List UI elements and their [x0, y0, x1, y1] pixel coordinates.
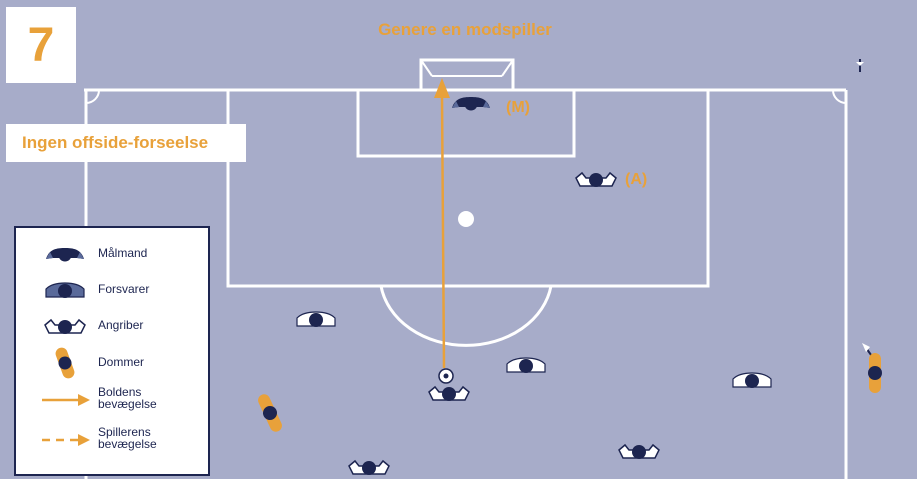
decision-label: Ingen offside-forseelse: [6, 124, 246, 162]
legend-ball-movement-label: Boldens bevægelse: [98, 386, 157, 410]
legend-player-movement-label: Spillerens bevægelse: [98, 426, 157, 450]
attacker-label: (A): [625, 171, 648, 188]
attacker-player-icon: [618, 443, 660, 459]
goal-area: [356, 88, 576, 158]
defender-icon: [45, 282, 85, 298]
diagram-number: 7: [6, 7, 76, 83]
defender-player-icon: [506, 357, 546, 373]
ball-path-arrowhead: [434, 78, 450, 98]
ball-path-arrow: [440, 95, 446, 369]
attacker-player-icon: [348, 459, 390, 475]
goalkeeper-icon: [46, 248, 84, 262]
player-movement-arrow: [42, 434, 90, 446]
legend-item-ball-movement: Boldens bevægelse: [16, 384, 210, 416]
defender-player-icon: [296, 311, 336, 327]
penalty-spot: [458, 211, 474, 227]
legend-item-defender: Forsvarer: [16, 276, 210, 306]
assistant-referee-icon: [868, 353, 882, 393]
goalkeeper-player-icon: [452, 97, 490, 111]
penalty-arc: [379, 285, 553, 347]
corner-arc-left: [85, 89, 100, 104]
ball-icon: [438, 368, 454, 384]
legend-player-movement-line1: Spillerens: [98, 425, 151, 439]
legend-referee-label: Dommer: [98, 355, 145, 369]
attacker-a-player-icon: [575, 171, 617, 187]
corner-arc-right: [832, 89, 847, 104]
legend-ball-movement-line2: bevægelse: [98, 397, 157, 411]
legend-item-goalkeeper: Målmand: [16, 240, 210, 270]
attacker-icon: [44, 318, 86, 334]
legend-defender-label: Forsvarer: [98, 282, 150, 296]
diagram-title: Genere en modspiller: [378, 20, 552, 39]
goalkeeper-label: (M): [506, 99, 530, 116]
attacker-player-icon: [428, 385, 470, 401]
legend-item-attacker: Angriber: [16, 312, 210, 342]
legend-attacker-label: Angriber: [98, 318, 144, 332]
referee-icon: [258, 394, 282, 432]
referee-icon: [55, 347, 75, 379]
legend-player-movement-line2: bevægelse: [98, 437, 157, 451]
defender-player-icon: [732, 372, 772, 388]
legend: Målmand Forsvarer Angriber: [14, 226, 210, 476]
legend-item-referee: Dommer: [16, 346, 210, 380]
legend-goalkeeper-label: Målmand: [98, 246, 148, 260]
legend-ball-movement-line1: Boldens: [98, 385, 142, 399]
corner-flag-icon: [856, 59, 864, 72]
legend-item-player-movement: Spillerens bevægelse: [16, 424, 210, 456]
ball-movement-arrow: [42, 394, 90, 406]
